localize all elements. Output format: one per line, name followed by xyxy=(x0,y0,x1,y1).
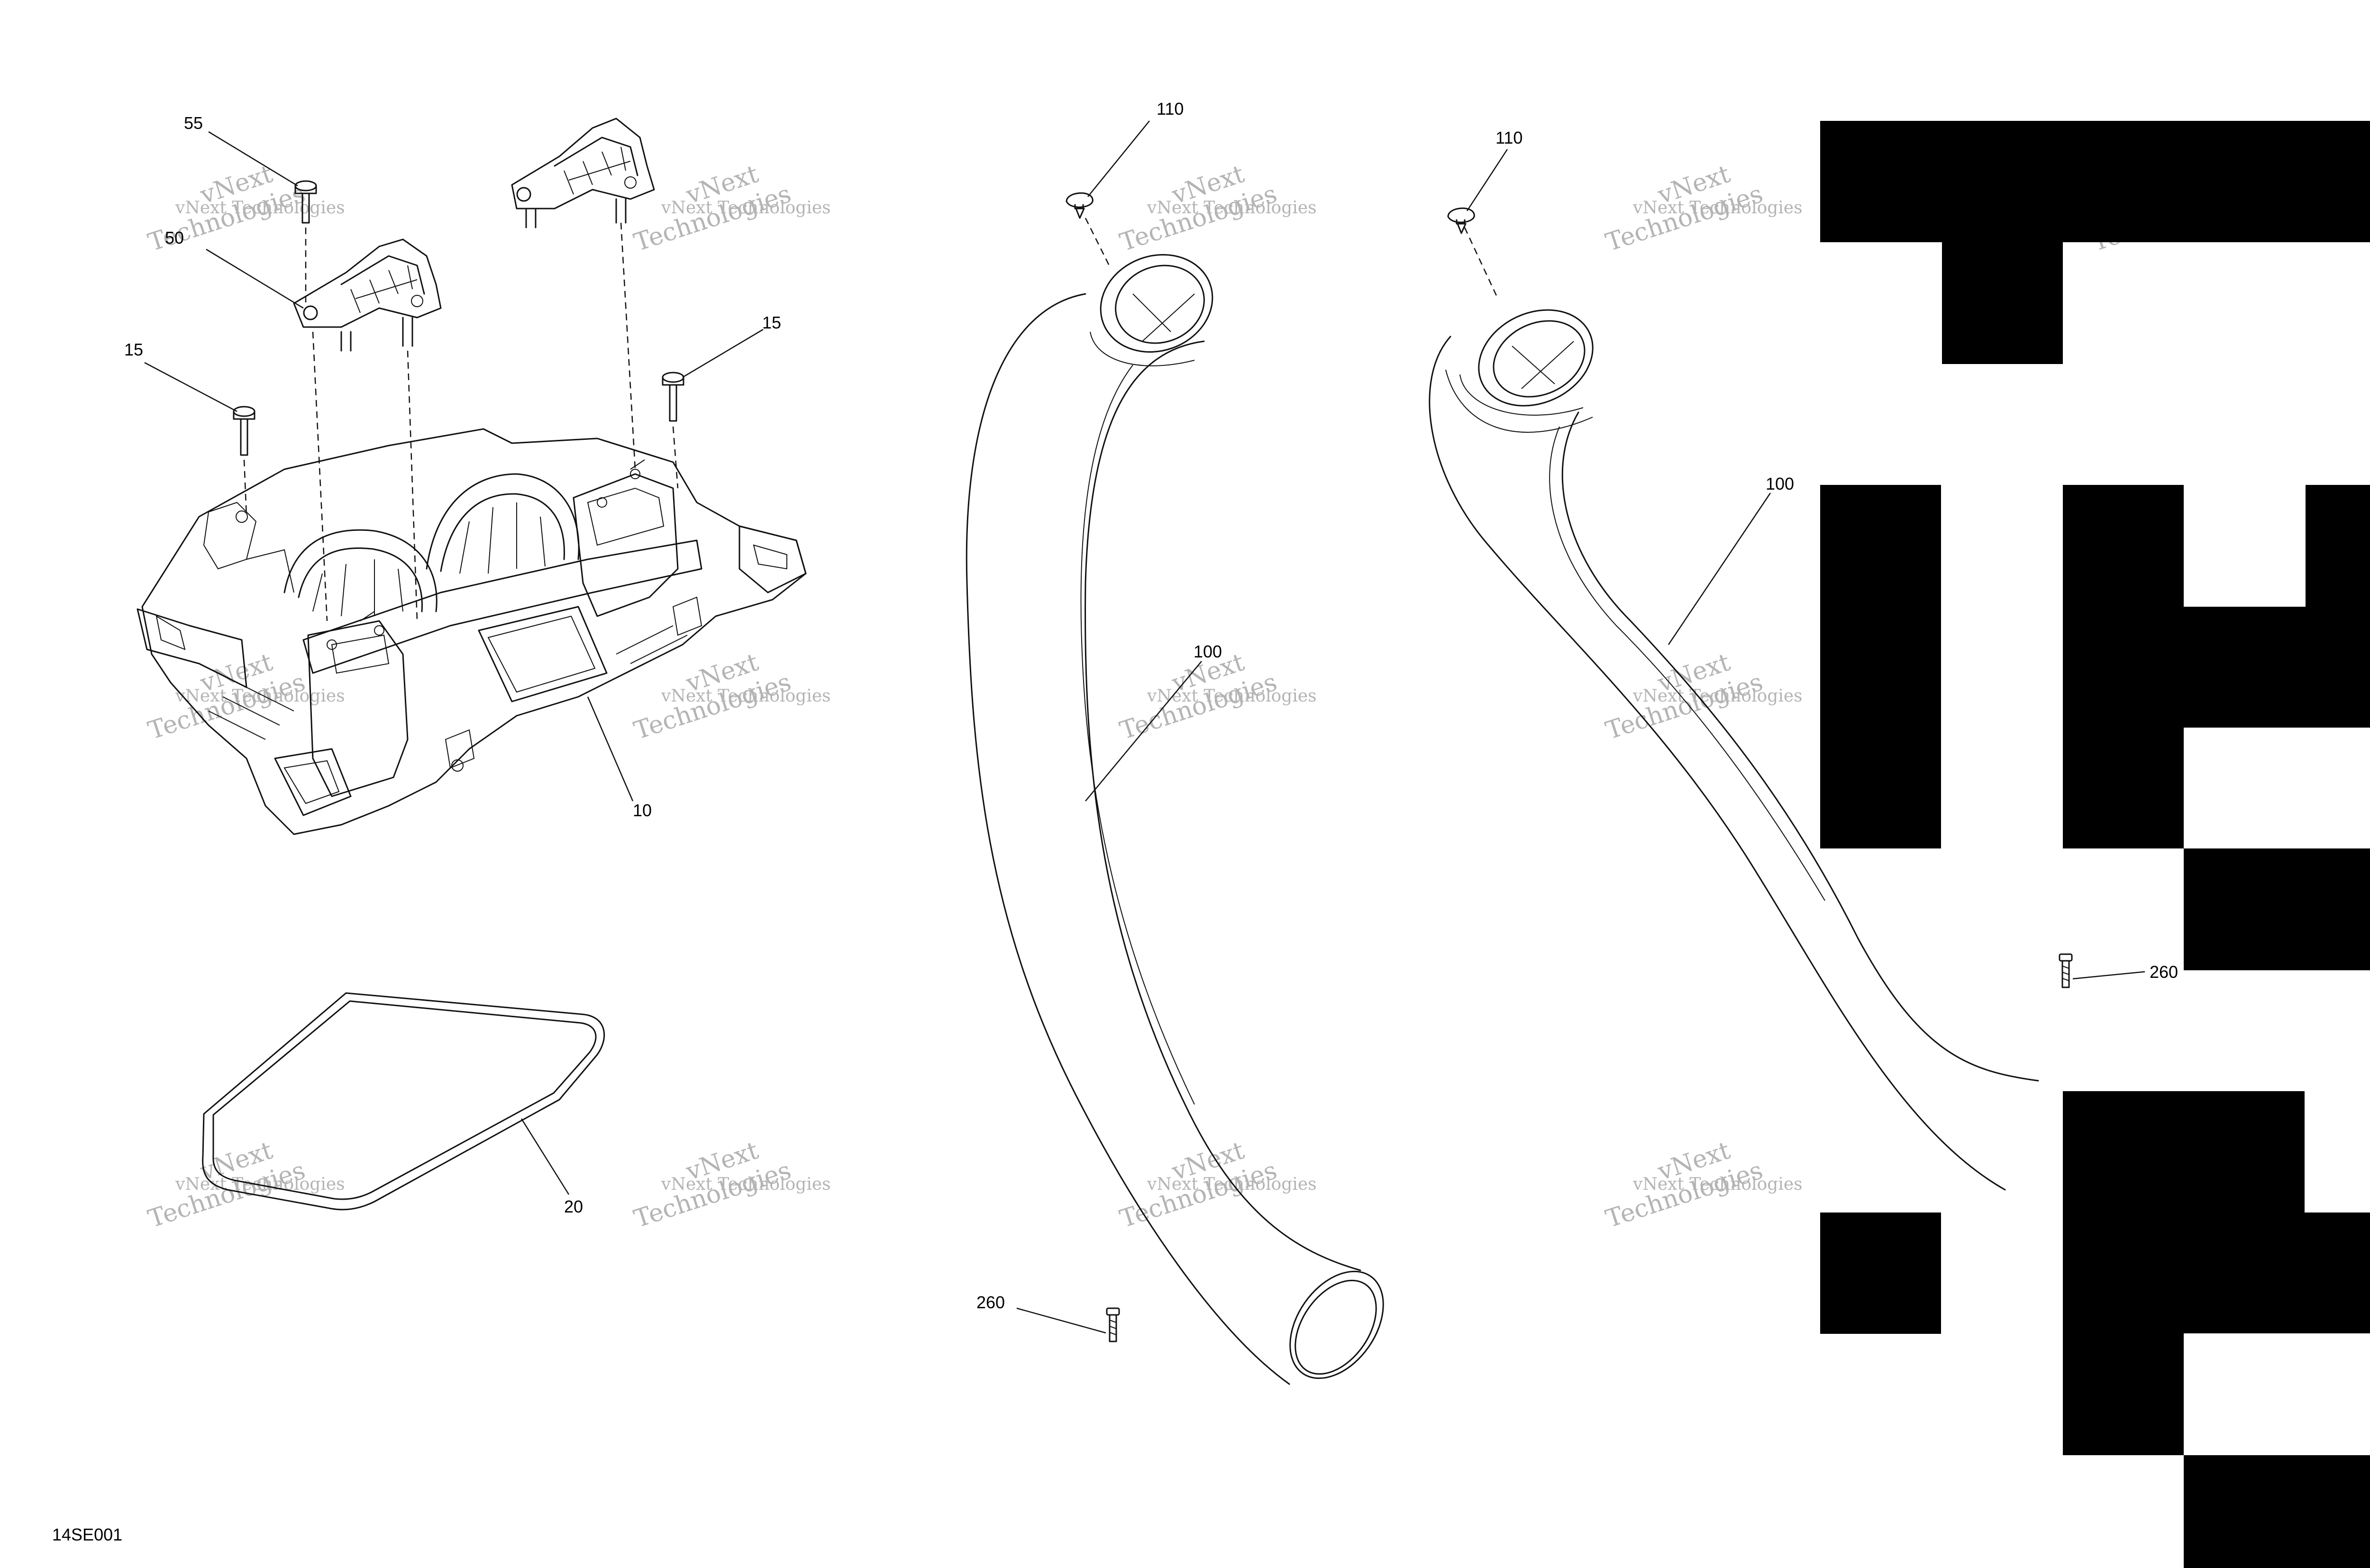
callout-10: 10 xyxy=(633,801,652,820)
watermark: vNext Technologies vNext Technologies xyxy=(630,1136,830,1233)
gasket-part-20 xyxy=(202,992,605,1211)
qr-code xyxy=(1820,121,2370,1568)
watermark: vNext Technologies vNext Technologies xyxy=(1116,648,1316,745)
svg-text:vNext Technologies: vNext Technologies xyxy=(661,686,831,706)
watermark: vNext Technologies vNext Technologies xyxy=(1602,648,1802,745)
svg-text:vNext Technologies: vNext Technologies xyxy=(1147,198,1317,218)
callout-110-left: 110 xyxy=(1157,99,1184,119)
callout-15-right: 15 xyxy=(762,313,781,332)
svg-text:vNext Technologies: vNext Technologies xyxy=(1632,1175,1803,1194)
callout-labels: 55 50 15 15 10 20 110 110 100 100 260 26… xyxy=(124,99,2178,1312)
leader-lines xyxy=(144,120,2145,1334)
bolt-part-15-left xyxy=(233,406,255,456)
svg-text:vNext Technologies: vNext Technologies xyxy=(1147,1175,1317,1194)
screw-part-260-left xyxy=(1106,1307,1120,1342)
svg-text:vNext Technologies: vNext Technologies xyxy=(1632,686,1803,706)
callout-110-right: 110 xyxy=(1495,128,1522,147)
svg-text:vNext Technologies: vNext Technologies xyxy=(175,1175,345,1194)
watermark: vNext Technologies vNext Technologies xyxy=(1116,160,1316,257)
watermark: vNext Technologies vNext Technologies xyxy=(145,1136,345,1233)
svg-text:vNext Technologies: vNext Technologies xyxy=(175,686,345,706)
svg-text:vNext Technologies: vNext Technologies xyxy=(661,198,831,218)
rivet-part-110-right xyxy=(1447,207,1475,234)
callout-100-right: 100 xyxy=(1766,474,1794,493)
duct-hose-part-100-right xyxy=(1429,309,2039,1191)
callout-20: 20 xyxy=(564,1197,583,1216)
svg-text:vNext Technologies: vNext Technologies xyxy=(1632,198,1803,218)
rivet-part-110-left xyxy=(1066,192,1094,219)
svg-text:vNext Technologies: vNext Technologies xyxy=(661,1175,831,1194)
watermark: vNext Technologies vNext Technologies xyxy=(630,160,830,257)
watermark: vNext Technologies vNext Technologies xyxy=(145,648,345,745)
callout-260-left: 260 xyxy=(976,1293,1005,1312)
watermark: vNext Technologies vNext Technologies xyxy=(1602,1136,1802,1233)
watermark: vNext Technologies vNext Technologies xyxy=(1602,160,1802,257)
svg-text:vNext Technologies: vNext Technologies xyxy=(1147,686,1317,706)
callout-260-right: 260 xyxy=(2150,962,2178,982)
bolt-part-15-right xyxy=(662,372,684,422)
watermark: vNext Technologies vNext Technologies xyxy=(630,648,830,745)
bolt-part-55 xyxy=(294,180,317,224)
svg-text:vNext Technologies: vNext Technologies xyxy=(175,198,345,218)
callout-100-left: 100 xyxy=(1194,642,1222,661)
assembly-lines xyxy=(243,218,1499,621)
intake-housing-part-10 xyxy=(137,428,807,835)
screw-part-260-right xyxy=(2059,953,2073,988)
diagram-code: 14SE001 xyxy=(52,1525,122,1544)
callout-15-left: 15 xyxy=(124,340,143,359)
clamp-part-50 xyxy=(293,118,655,352)
callout-50: 50 xyxy=(165,228,184,247)
duct-hose-part-100-left xyxy=(966,254,1384,1385)
callout-55: 55 xyxy=(184,113,203,133)
